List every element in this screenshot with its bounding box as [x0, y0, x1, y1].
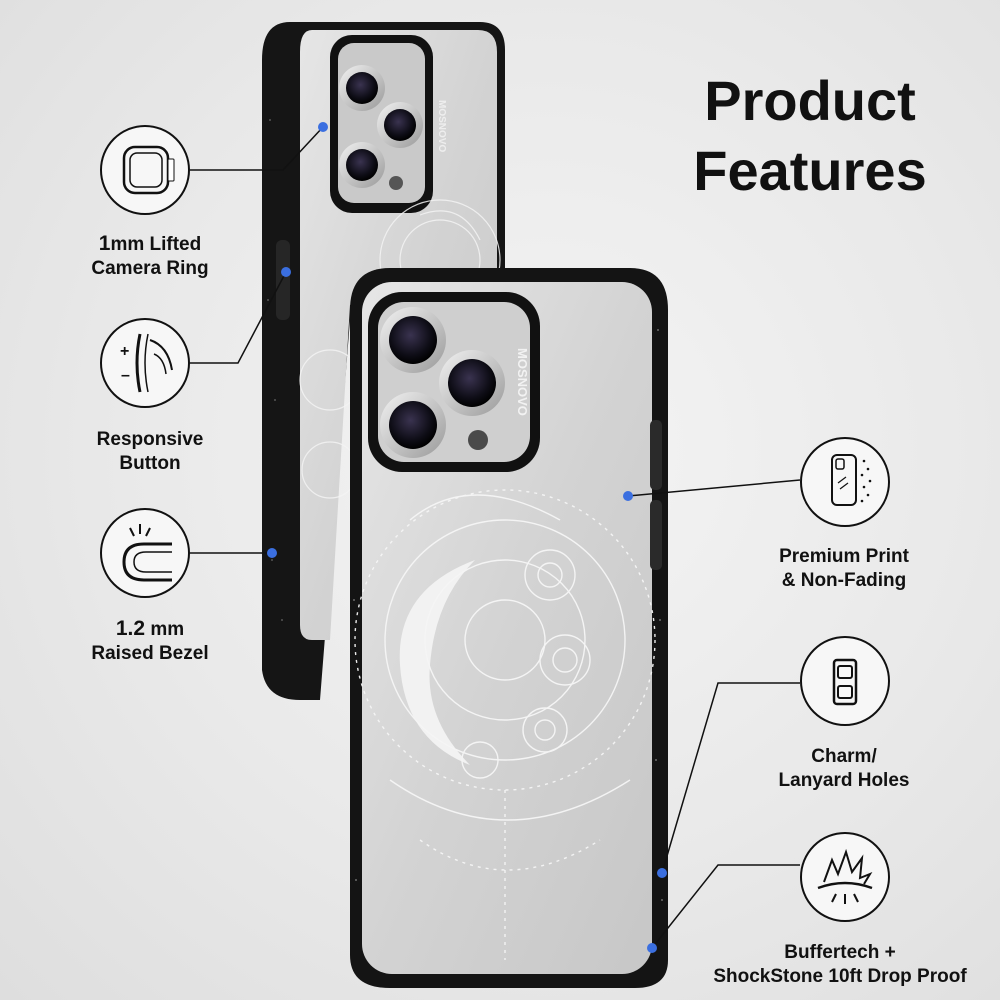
- lanyard-holes-label-line-2: Lanyard Holes: [778, 770, 910, 791]
- camera-ring-thickness: 1: [98, 232, 111, 255]
- responsive-button-label-line-2: Button: [119, 453, 181, 474]
- raised-bezel-label-line-2: Raised Bezel: [91, 643, 209, 664]
- feature-label-responsive-button: Responsive Button: [60, 428, 240, 476]
- camera-ring-label-line-1: mm Lifted: [110, 234, 202, 255]
- premium-print-icon: [800, 437, 890, 527]
- lanyard-holes-label-line-1: Charm/: [811, 746, 877, 767]
- drop-proof-icon: [800, 832, 890, 922]
- title-line-1: Product: [704, 69, 916, 132]
- camera-ring-icon: [100, 125, 190, 215]
- feature-label-lanyard-holes: Charm/ Lanyard Holes: [744, 745, 944, 793]
- drop-proof-label-line-2: ShockStone 10ft Drop Proof: [713, 966, 967, 987]
- responsive-button-icon: + –: [100, 318, 190, 408]
- raised-bezel-label-line-1: mm: [145, 619, 185, 640]
- front-case-logo: MOSNOVO: [515, 348, 530, 416]
- premium-print-label-line-2: & Non-Fading: [781, 570, 907, 591]
- feature-label-raised-bezel: 1.2 mm Raised Bezel: [60, 617, 240, 666]
- premium-print-label-line-1: Premium Print: [779, 546, 909, 567]
- feature-label-drop-proof: Buffertech + ShockStone 10ft Drop Proof: [690, 941, 990, 989]
- lanyard-holes-icon: [800, 636, 890, 726]
- connector-dots: [267, 122, 667, 953]
- title-line-2: Features: [693, 139, 927, 202]
- front-phone-case: MOSNOVO: [350, 268, 668, 988]
- feature-label-premium-print: Premium Print & Non-Fading: [744, 545, 944, 593]
- page-title: Product Features: [640, 66, 980, 206]
- raised-bezel-icon: [100, 508, 190, 598]
- svg-text:+: +: [120, 343, 129, 360]
- drop-proof-label-line-1: Buffertech +: [784, 942, 896, 963]
- mandala-pattern: [354, 489, 656, 960]
- back-phone-case: MOSNOVO: [262, 22, 505, 700]
- connector-lines: [190, 126, 801, 949]
- camera-ring-label-line-2: Camera Ring: [91, 258, 209, 279]
- feature-label-camera-ring: 1mm Lifted Camera Ring: [60, 232, 240, 281]
- back-case-logo: MOSNOVO: [436, 100, 447, 152]
- raised-bezel-thickness: 1.2: [115, 617, 146, 640]
- svg-text:–: –: [121, 367, 130, 384]
- responsive-button-label-line-1: Responsive: [96, 429, 204, 450]
